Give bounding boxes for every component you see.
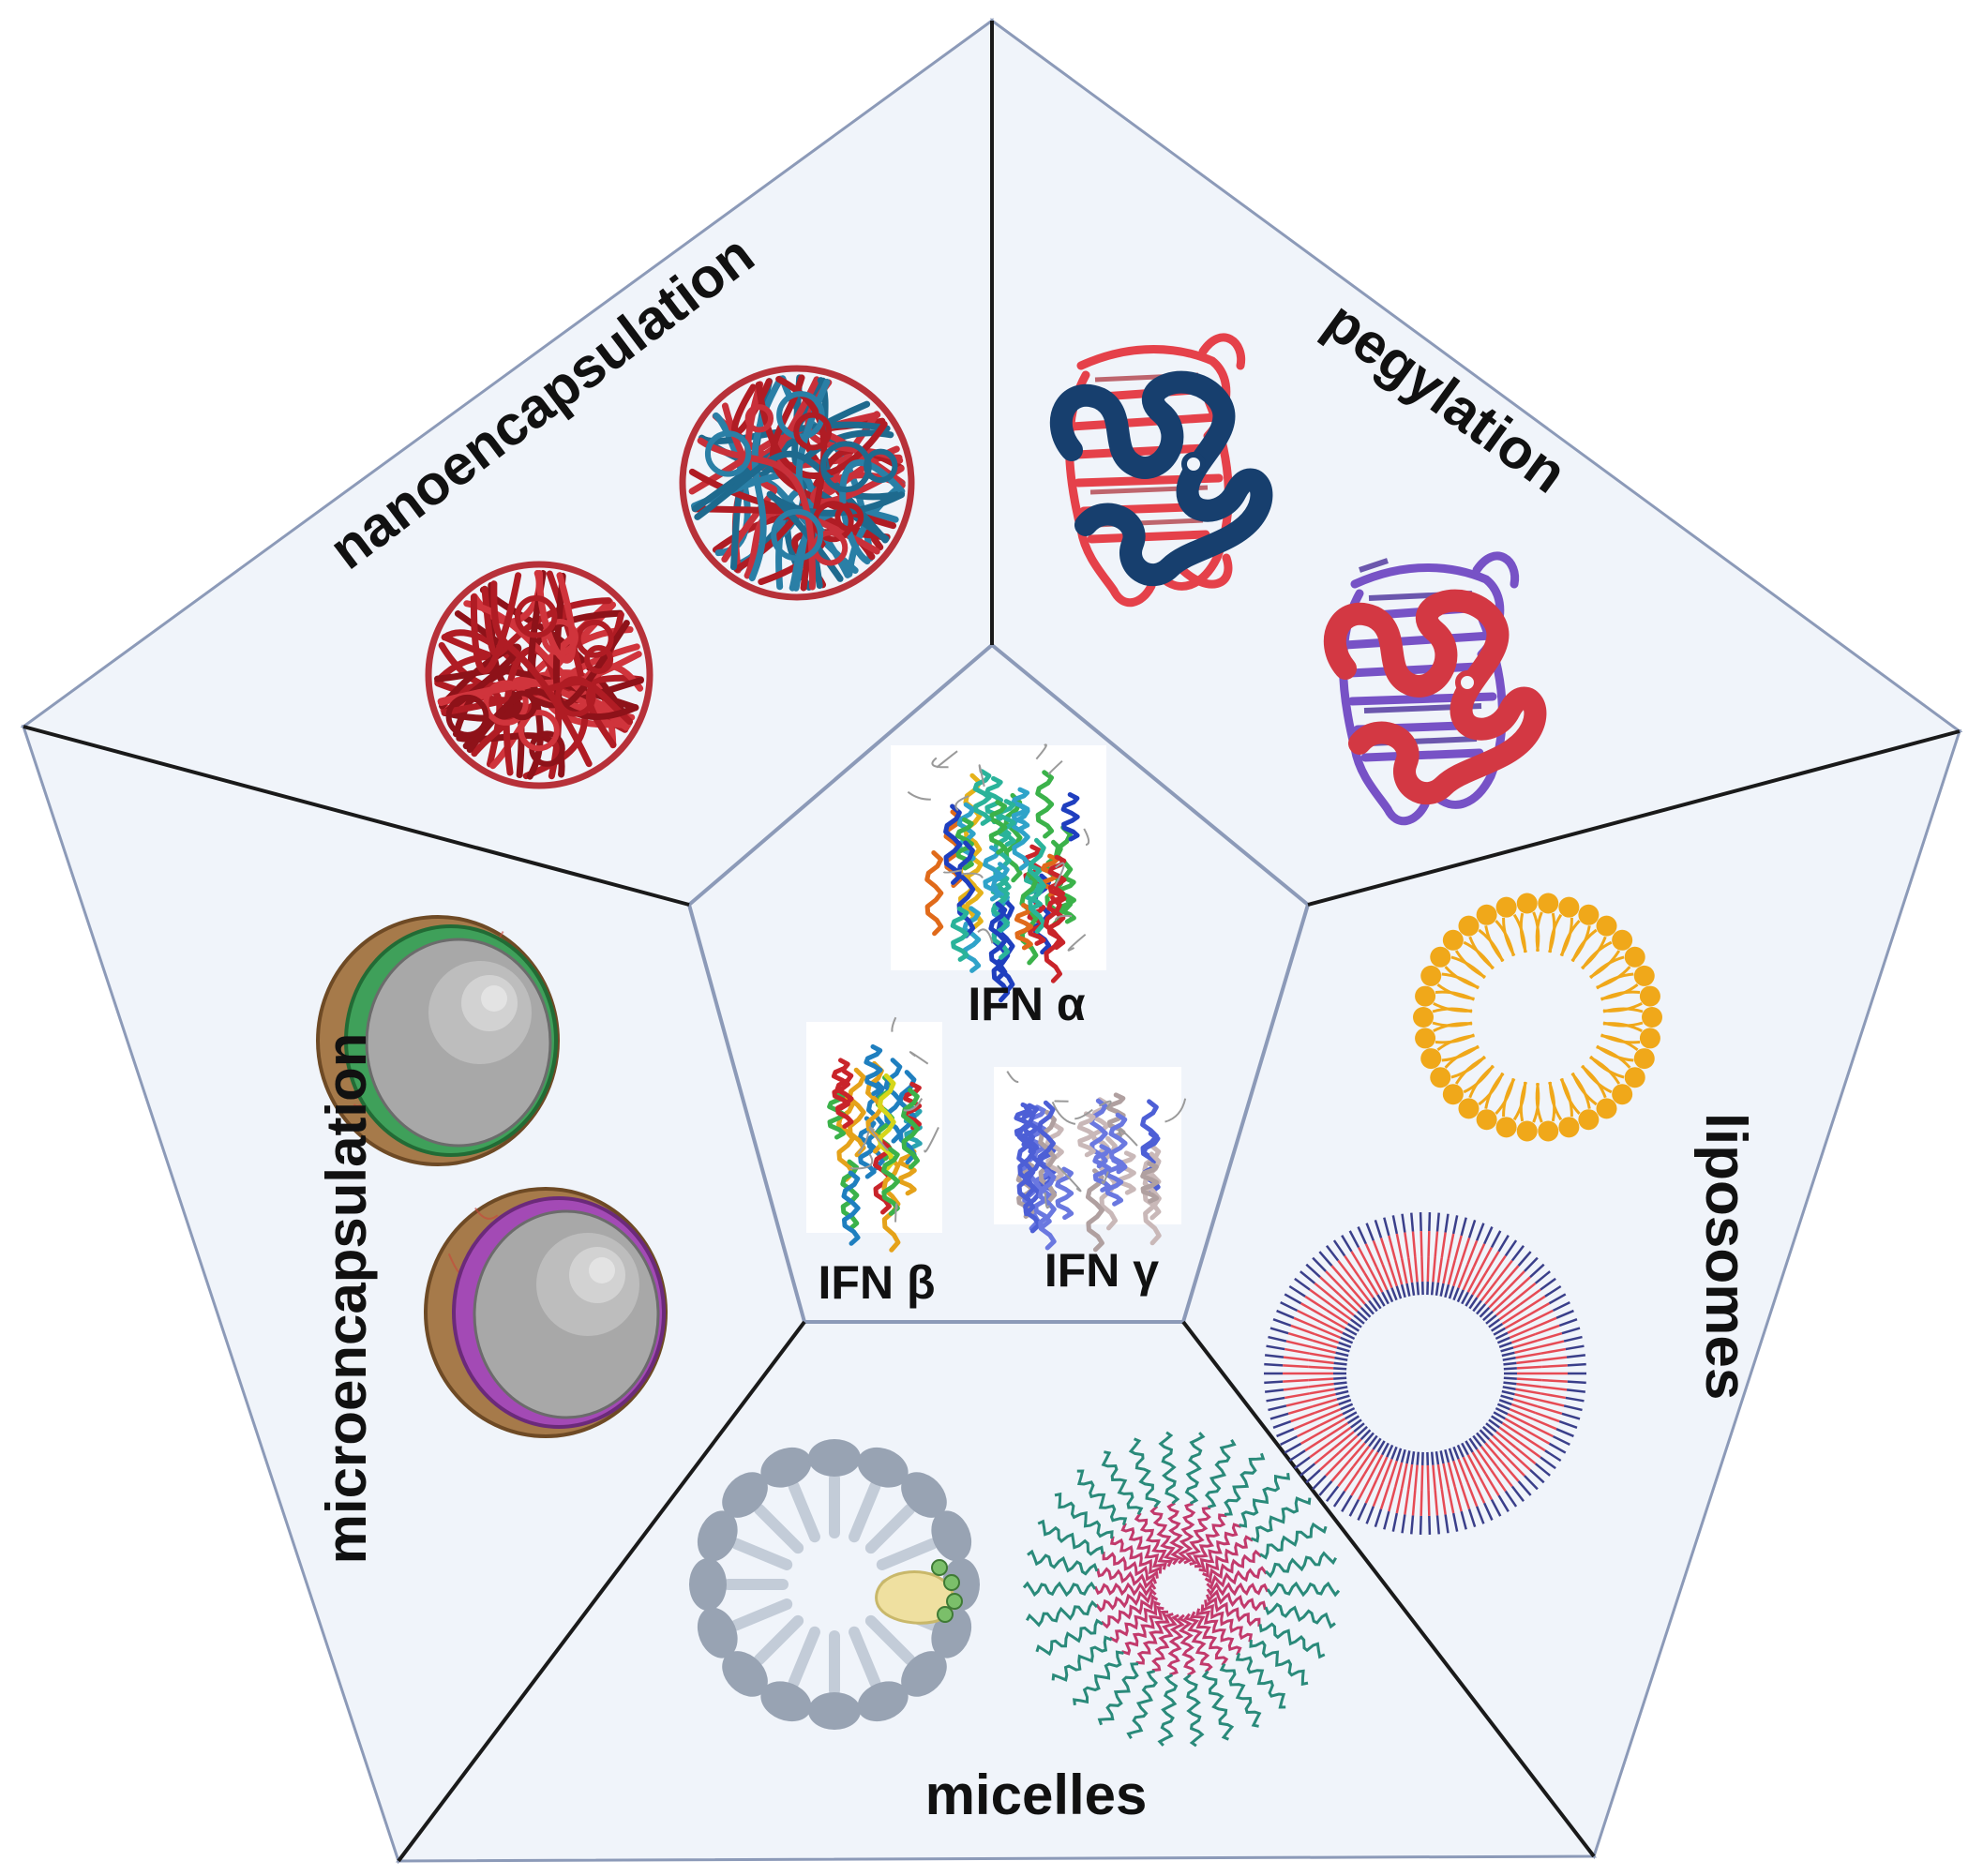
- red-polymer-nanoparticle-icon: [425, 561, 653, 789]
- divider-lines: [23, 21, 1960, 1863]
- polymeric-micelle-icon: [1022, 1431, 1341, 1748]
- micelles-group: [689, 1431, 1341, 1748]
- divider-bottom-left: [397, 1320, 806, 1863]
- liposome-orange-icon: [1413, 893, 1662, 1142]
- micelle-with-drug-icon: [689, 1439, 980, 1730]
- label-ifn-alpha: IFN α: [968, 978, 1085, 1030]
- nanoencapsulation-group: [425, 365, 915, 789]
- liposomes-group: [1264, 893, 1662, 1535]
- divider-right: [1307, 729, 1960, 907]
- ifn-gamma-structure-icon: [1006, 1071, 1187, 1253]
- center-proteins: [806, 743, 1187, 1253]
- label-microencapsulation: microencapsulation: [315, 1033, 378, 1565]
- red-blue-polymer-nanoparticle-icon: [679, 365, 915, 601]
- pegylation-group: [1049, 333, 1547, 826]
- label-micelles: micelles: [925, 1763, 1148, 1826]
- label-liposomes: liposomes: [1693, 1113, 1758, 1401]
- ifn-alpha-structure-icon: [907, 743, 1090, 1003]
- label-ifn-beta: IFN β: [819, 1256, 936, 1309]
- label-ifn-gamma: IFN γ: [1044, 1244, 1159, 1297]
- ifn-beta-structure-icon: [827, 1016, 939, 1253]
- microcapsule-green-icon: [316, 915, 560, 1166]
- liposome-bilayer-icon: [1264, 1212, 1586, 1535]
- pegylated-protein-red-icon: [1049, 333, 1273, 608]
- microencapsulation-group: [316, 915, 668, 1438]
- divider-left: [23, 725, 690, 907]
- pegylated-protein-purple-icon: [1323, 551, 1547, 826]
- microcapsule-purple-icon: [424, 1187, 668, 1438]
- divider-bottom-right: [1181, 1320, 1596, 1858]
